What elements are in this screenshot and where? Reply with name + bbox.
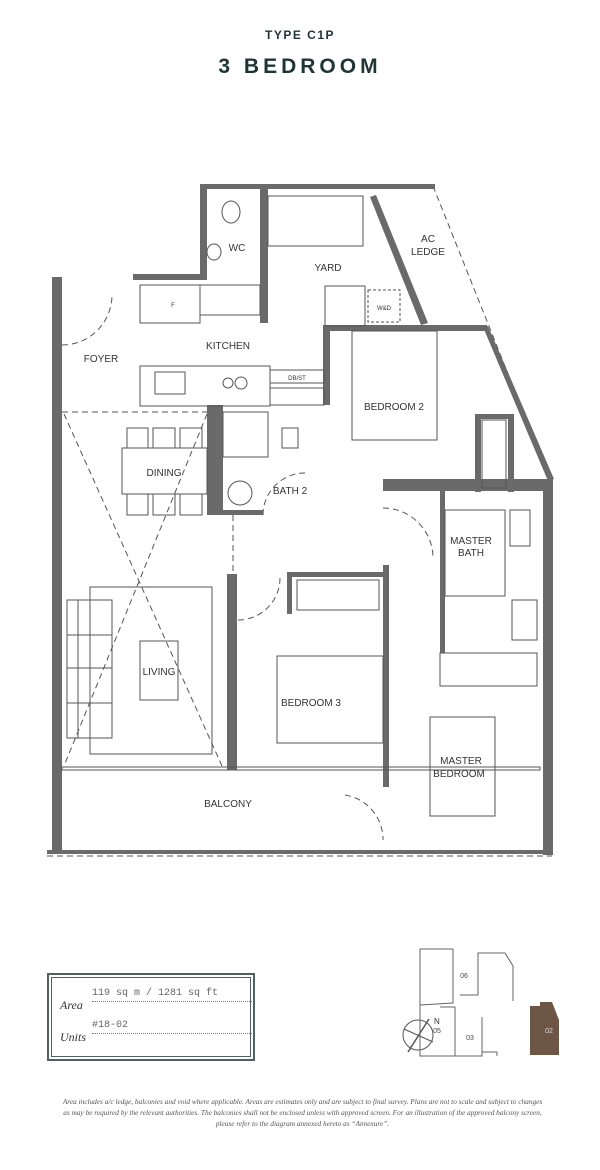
label-bedroom-3: BEDROOM 3 [281,698,341,709]
fixtures [61,195,541,841]
label-fridge: F [171,303,175,309]
keyplan-label-03: 03 [466,1035,474,1042]
label-dining: DINING [147,468,182,479]
walls [47,184,554,855]
label-master-bedroom-1: MASTER [440,756,482,767]
label-balcony: BALCONY [204,799,252,810]
label-bedroom-2: BEDROOM 2 [364,402,424,413]
area-value: 119 sq m / 1281 sq ft [92,988,252,1002]
label-wd: W&D [377,306,392,312]
label-foyer: FOYER [84,354,118,365]
label-master-bath-1: MASTER [450,536,492,547]
room-labels: WC YARD AC LEDGE KITCHEN FOYER F W&D DB/… [84,234,492,810]
compass-icon: N [402,1017,440,1053]
label-kitchen: KITCHEN [206,341,250,352]
label-ac-ledge-1: AC [421,234,435,245]
keyplan-label-05: 05 [433,1028,441,1035]
label-dbst: DB/ST [288,376,306,382]
label-ac-ledge-2: LEDGE [411,247,445,258]
label-yard: YARD [314,263,341,274]
page-title: 3 BEDROOM [218,55,382,78]
floor-plan: WC YARD AC LEDGE KITCHEN FOYER F W&D DB/… [47,184,554,857]
label-living: LIVING [143,667,176,678]
unit-info-box: Area 119 sq m / 1281 sq ft Units #18-02 [47,973,255,1061]
label-master-bath-2: BATH [458,548,484,559]
units-value: #18-02 [92,1020,252,1034]
label-bath-2: BATH 2 [273,486,308,497]
units-label: Units [60,1030,87,1044]
unit-type: TYPE C1P [264,28,336,42]
svg-text:N: N [434,1017,440,1026]
keyplan-unit-02 [530,1002,559,1055]
area-label: Area [60,998,83,1012]
label-wc: WC [229,243,246,254]
disclaimer-footnote: Area includes a/c ledge, balconies and v… [62,1097,543,1128]
keyplan-label-02: 02 [545,1028,553,1035]
label-master-bedroom-2: BEDROOM [433,769,485,780]
keyplan-label-06: 06 [460,973,468,980]
